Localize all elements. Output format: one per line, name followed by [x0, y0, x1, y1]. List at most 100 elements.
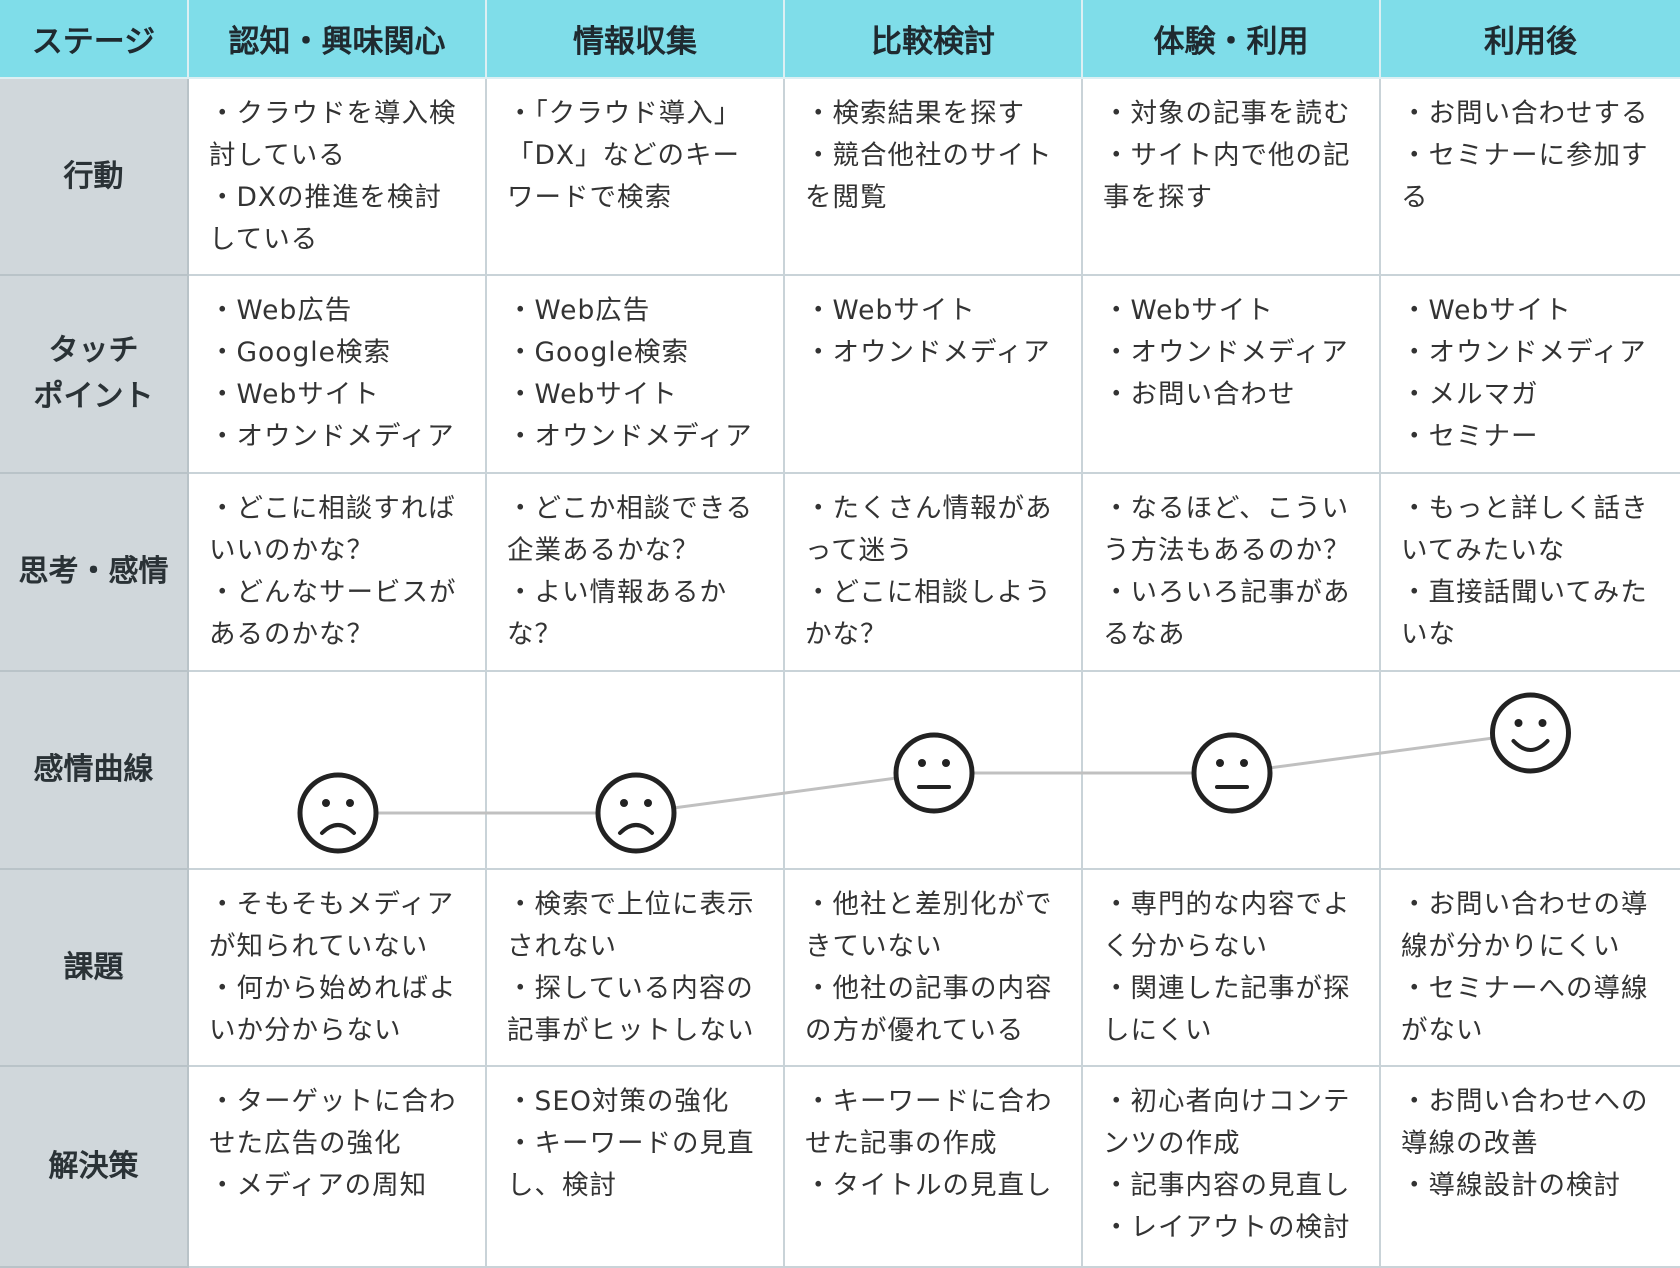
solutions-cell-2: ・SEO対策の強化 ・キーワードの見直 し、検討	[487, 1067, 785, 1268]
list-item: ・セミナーに参加す	[1401, 140, 1649, 171]
thoughts-cell-1: ・どこに相談すれば いいのかな？ ・どんなサービスが あるのかな？	[189, 474, 487, 672]
row-label-emotion-curve: 感情曲線	[0, 672, 189, 870]
list-item: ・お問い合わせへの	[1401, 1086, 1649, 1117]
list-item: ・関連した記事が探	[1103, 973, 1351, 1004]
list-item: く分からない	[1103, 931, 1268, 962]
list-item: ・なるほど、こうい	[1103, 493, 1350, 524]
list-item: ・クラウドを導入検	[209, 98, 457, 129]
list-item: って迷う	[805, 535, 914, 566]
list-item: 討している	[209, 140, 346, 171]
list-item: ・セミナー	[1401, 421, 1539, 452]
header-stage-label: ステージ	[0, 0, 189, 79]
issues-cell-1: ・そもそもメディア が知られていない ・何から始めればよ いか分からない	[189, 870, 487, 1067]
list-item: ・Webサイト	[805, 295, 976, 326]
list-item: ・他社の記事の内容	[805, 973, 1053, 1004]
curve-cell-5	[1381, 672, 1680, 870]
touchpoint-cell-2: ・Web広告 ・Google検索 ・Webサイト ・オウンドメディア	[487, 276, 785, 474]
list-item: している	[209, 224, 319, 255]
list-item: きていない	[805, 931, 943, 962]
list-item: 事を探す	[1103, 182, 1213, 213]
header-stage-4: 体験・利用	[1083, 0, 1381, 79]
list-item: ・セミナーへの導線	[1401, 973, 1649, 1004]
list-item: の方が優れている	[805, 1015, 1025, 1046]
action-cell-2: ・「クラウド導入」 「DX」などのキー ワードで検索	[487, 79, 785, 276]
action-cell-4: ・対象の記事を読む ・サイト内で他の記 事を探す	[1083, 79, 1381, 276]
list-item: ・何から始めればよ	[209, 973, 457, 1004]
list-item: ・Webサイト	[507, 379, 678, 410]
list-item: ・タイトルの見直し	[805, 1170, 1053, 1201]
list-item: し、検討	[507, 1170, 617, 1201]
issues-cell-2: ・検索で上位に表示 されない ・探している内容の 記事がヒットしない	[487, 870, 785, 1067]
list-item: せた広告の強化	[209, 1128, 402, 1159]
list-item: ・SEO対策の強化	[507, 1086, 730, 1117]
list-item: ・導線設計の検討	[1401, 1170, 1621, 1201]
row-label-issues: 課題	[0, 870, 189, 1067]
thoughts-cell-2: ・どこか相談できる 企業あるかな？ ・よい情報あるか な？	[487, 474, 785, 672]
list-item: 企業あるかな？	[507, 535, 700, 566]
list-item: ・お問い合わせ	[1103, 379, 1296, 410]
list-item: ・対象の記事を読む	[1103, 98, 1351, 129]
list-item: ・探している内容の	[507, 973, 754, 1004]
action-cell-1: ・クラウドを導入検 討している ・DXの推進を検討 している	[189, 79, 487, 276]
list-item: ・Webサイト	[209, 379, 380, 410]
list-item: な？	[507, 619, 562, 650]
list-item: せた記事の作成	[805, 1128, 998, 1159]
list-item: ・Web広告	[209, 295, 353, 326]
list-item: ンツの作成	[1103, 1128, 1241, 1159]
list-item: ・検索結果を探す	[805, 98, 1025, 129]
touchpoint-cell-1: ・Web広告 ・Google検索 ・Webサイト ・オウンドメディア	[189, 276, 487, 474]
list-item: ・記事内容の見直し	[1103, 1170, 1351, 1201]
header-stage-3: 比較検討	[785, 0, 1083, 79]
touchpoint-cell-5: ・Webサイト ・オウンドメディア ・メルマガ ・セミナー	[1381, 276, 1680, 474]
list-item: ・ターゲットに合わ	[209, 1086, 457, 1117]
list-item: 導線の改善	[1401, 1128, 1539, 1159]
touchpoint-cell-4: ・Webサイト ・オウンドメディア ・お問い合わせ	[1083, 276, 1381, 474]
list-item: ・お問い合わせする	[1401, 98, 1649, 129]
list-item: されない	[507, 931, 617, 962]
list-item: ・競合他社のサイト	[805, 140, 1053, 171]
list-item: ・DXの推進を検討	[209, 182, 443, 213]
list-item: るなあ	[1103, 619, 1186, 650]
list-item: いいのかな？	[209, 535, 374, 566]
curve-cell-4	[1083, 672, 1381, 870]
list-item: ・初心者向けコンテ	[1103, 1086, 1351, 1117]
list-item: が知られていない	[209, 931, 429, 962]
list-item: ・どこに相談すれば	[209, 493, 456, 524]
list-item: ・Google検索	[507, 337, 689, 368]
list-item: る	[1401, 182, 1429, 213]
list-item: 線が分かりにくい	[1401, 931, 1621, 962]
list-item: ワードで検索	[507, 182, 672, 213]
list-item: ・メディアの周知	[209, 1170, 428, 1201]
list-item: ・いろいろ記事があ	[1103, 577, 1351, 608]
list-item: ・Webサイト	[1103, 295, 1274, 326]
curve-cell-1	[189, 672, 487, 870]
thoughts-cell-3: ・たくさん情報があ って迷う ・どこに相談しよう かな？	[785, 474, 1083, 672]
row-label-action: 行動	[0, 79, 189, 276]
issues-cell-5: ・お問い合わせの導 線が分かりにくい ・セミナーへの導線 がない	[1381, 870, 1680, 1067]
thoughts-cell-4: ・なるほど、こうい う方法もあるのか？ ・いろいろ記事があ るなあ	[1083, 474, 1381, 672]
list-item: ・お問い合わせの導	[1401, 889, 1649, 920]
issues-cell-4: ・専門的な内容でよ く分からない ・関連した記事が探 しにくい	[1083, 870, 1381, 1067]
solutions-cell-1: ・ターゲットに合わ せた広告の強化 ・メディアの周知	[189, 1067, 487, 1268]
list-item: 「DX」などのキー	[507, 140, 741, 171]
header-stage-1: 認知・興味関心	[189, 0, 487, 79]
list-item: ・サイト内で他の記	[1103, 140, 1351, 171]
list-item: がない	[1401, 1015, 1484, 1046]
header-stage-5: 利用後	[1381, 0, 1680, 79]
list-item: を閲覧	[805, 182, 888, 213]
thoughts-cell-5: ・もっと詳しく話き いてみたいな ・直接話聞いてみた いな	[1381, 474, 1680, 672]
header-stage-2: 情報収集	[487, 0, 785, 79]
list-item: ・「クラウド導入」	[507, 98, 742, 129]
list-item: ・キーワードに合わ	[805, 1086, 1053, 1117]
solutions-cell-4: ・初心者向けコンテ ンツの作成 ・記事内容の見直し ・レイアウトの検討	[1083, 1067, 1381, 1268]
list-item: ・よい情報あるか	[507, 577, 727, 608]
list-item: しにくい	[1103, 1015, 1213, 1046]
list-item: う方法もあるのか？	[1103, 535, 1351, 566]
row-label-thoughts: 思考・感情	[0, 474, 189, 672]
issues-cell-3: ・他社と差別化がで きていない ・他社の記事の内容 の方が優れている	[785, 870, 1083, 1067]
list-item: いな	[1401, 619, 1456, 650]
list-item: ・Webサイト	[1401, 295, 1572, 326]
list-item: ・オウンドメディア	[1103, 337, 1349, 368]
curve-cell-3	[785, 672, 1083, 870]
row-label-touchpoint: タッチ ポイント	[0, 276, 189, 474]
